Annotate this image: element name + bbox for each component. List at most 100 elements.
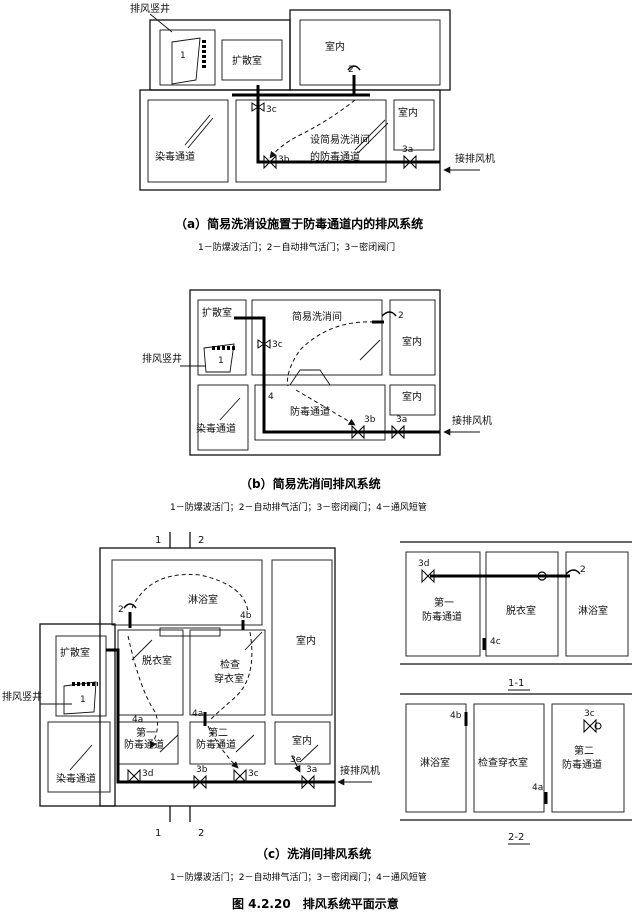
panel-b-label-decon: 染毒通道 (196, 422, 236, 435)
panel-a-valve-3a (403, 154, 417, 170)
panel-b-label-3c: 3c (272, 340, 283, 350)
panel-c-label-anti1b: 防毒通道 (124, 738, 164, 751)
panel-c-diffusion-room (55, 635, 107, 717)
panel-c-shower-room (111, 559, 263, 626)
panel-a-door-1 (184, 114, 211, 146)
panel-a-shaft-room (159, 29, 216, 86)
panel-c-label-shaft: 排风竖井 (2, 690, 42, 703)
panel-a-label-3c: 3c (266, 105, 277, 115)
panel-c-label-4a: 4a (192, 709, 203, 719)
panel-c-legend: 1－防爆波活门；2－自动排气活门；3－密闭阀门；4－通风短管 (170, 871, 427, 883)
section-22-valve-3c (583, 718, 597, 734)
panel-c-label-inspect1: 检查 (220, 658, 240, 671)
panel-c-label-cut2a: 2 (198, 535, 204, 546)
panel-a-auto-vent-2 (347, 65, 361, 71)
panel-a-label-decon: 染毒通道 (155, 150, 195, 163)
section-11-valve-3d (421, 568, 435, 584)
section-11-label-undress: 脱衣室 (506, 604, 536, 617)
panel-c-label-diffusion: 扩散室 (60, 646, 90, 659)
panel-c-airflow-2 (209, 631, 253, 721)
section-11-label-anti1b: 防毒通道 (422, 610, 462, 623)
section-22-inspect-room (473, 703, 545, 813)
panel-a-indoor2-room (393, 99, 435, 151)
panel-b-label-3a: 3a (396, 415, 407, 425)
panel-c-exhaust-duct (106, 648, 335, 784)
panel-c-indoor-room (271, 559, 333, 716)
panel-a-indoor-block (289, 9, 451, 91)
panel-a-label-indoor1: 室内 (325, 40, 345, 53)
section-11-label-anti1a: 第一 (434, 596, 454, 609)
panel-a-label-1: 1 (180, 51, 186, 61)
panel-a-label-3a: 3a (402, 145, 413, 155)
panel-b-diffusion-room (197, 299, 247, 376)
panel-b-door-1 (219, 397, 241, 421)
panel-c-auto-vent-2 (123, 603, 137, 609)
panel-a-door-2b (357, 122, 389, 154)
panel-c-door-3 (159, 734, 179, 753)
panel-a-label-3b: 3b (278, 155, 290, 165)
panel-a-exhaust-duct (256, 85, 440, 164)
panel-c-door-2 (131, 639, 153, 661)
panel-c-blast-valve (63, 681, 97, 715)
panel-c-anti2-room (189, 721, 266, 765)
section-11-label-3d: 3d (418, 559, 429, 569)
panel-b: 扩散室 简易洗消间 室内 2 3c 排风竖井 1 4 室内 防毒通道 3b 3a… (142, 289, 492, 513)
panel-c-label-cut1b: 1 (155, 828, 161, 839)
section-22-anti2-room (551, 703, 625, 813)
section-22-label-anti2b: 防毒通道 (562, 758, 602, 771)
panel-a-label-shaft: 排风竖井 (130, 2, 170, 15)
panel-c-door-4 (235, 734, 255, 753)
panel-c-label-1: 1 (80, 695, 86, 705)
panel-b-valve-3a (391, 424, 405, 440)
panel-c-3e-arrow (291, 755, 301, 773)
panel-c-label-shower: 淋浴室 (188, 593, 218, 606)
figure-title: 图 4.2.20 排风系统平面示意 (232, 896, 399, 911)
panel-c-door-1 (69, 744, 93, 771)
panel-b-airflow-2 (295, 389, 356, 426)
panel-c-indoor2-room (274, 721, 331, 765)
panel-b-label-connect: 接排风机 (452, 414, 492, 427)
panel-c-label-3c: 3c (248, 769, 259, 779)
panel-b-outer (189, 289, 441, 456)
panel-a-label-simple1: 设简易洗消间 (310, 133, 370, 146)
panel-b-valve-3c (257, 339, 271, 349)
panel-b-legend: 1－防爆波活门；2－自动排气活门；3－密闭阀门；4－通风短管 (170, 501, 427, 513)
panel-b-blast-valve (203, 343, 235, 373)
panel-b-door-2 (359, 339, 381, 361)
panel-a-decon-room (147, 99, 229, 183)
section-11-title: 1-1 (508, 678, 524, 689)
section-22-label-anti2a: 第二 (574, 744, 594, 757)
section-22-title: 2-2 (508, 832, 524, 843)
panel-b-indoor-room (389, 299, 436, 376)
panel-c-label-anti2a: 第二 (208, 726, 228, 739)
section-1-1: 3d 2 第一 防毒通道 脱衣室 淋浴室 4c 1-1 (400, 541, 632, 691)
panel-a-caption: （a）简易洗消设施置于防毒通道内的排风系统 (175, 216, 423, 231)
panel-c-valve-3b (193, 774, 207, 790)
panel-c-valve-3d (127, 768, 141, 784)
panel-c-label-anti2b: 防毒通道 (196, 738, 236, 751)
panel-b-auto-vent-2 (381, 311, 397, 317)
panel-c-label-cut1a: 1 (155, 535, 161, 546)
section-22-label-shower: 淋浴室 (420, 756, 450, 769)
panel-b-airflow-1 (287, 321, 375, 387)
panel-a-label-2: 2 (348, 65, 354, 75)
panel-b-label-2: 2 (398, 311, 404, 321)
panel-c-left-block (39, 623, 116, 807)
panel-c-decon-room (47, 721, 111, 793)
panel-c-undress-room (117, 629, 184, 716)
panel-c-airflow-1 (131, 573, 249, 613)
section-22-label-4b: 4b (450, 711, 462, 721)
panel-a-door-2 (354, 119, 386, 151)
panel-a-blast-valve (171, 37, 201, 85)
panel-b-caption: （b）简易洗消间排风系统 (240, 476, 381, 491)
section-11-duct-end (537, 571, 547, 581)
panel-c-valve-3c (233, 768, 247, 784)
panel-b-label-anti: 防毒通道 (290, 405, 330, 418)
section-22-label-3c: 3c (584, 709, 595, 719)
panel-c-label-undress: 脱衣室 (142, 654, 172, 667)
panel-b-label-simple: 简易洗消间 (292, 310, 342, 323)
panel-a-airflow (269, 99, 356, 159)
section-11-anti1-room (405, 551, 481, 657)
panel-c-outer (99, 547, 336, 807)
